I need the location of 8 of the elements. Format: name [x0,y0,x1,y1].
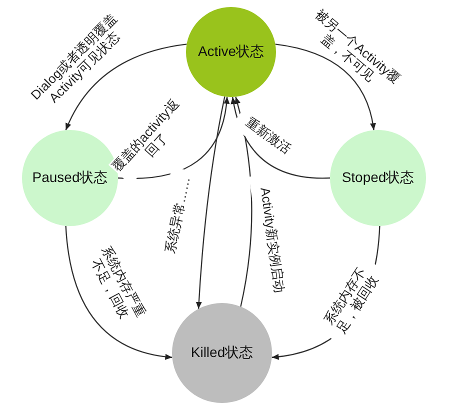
state-circle: Active状态 [186,7,276,97]
arrow [65,226,172,360]
state-circle: Killed状态 [172,303,272,403]
arrow [65,44,187,130]
arrow [196,96,226,309]
state-circle: Stoped状态 [330,130,426,226]
arrow [230,96,330,179]
arrow [275,44,376,130]
